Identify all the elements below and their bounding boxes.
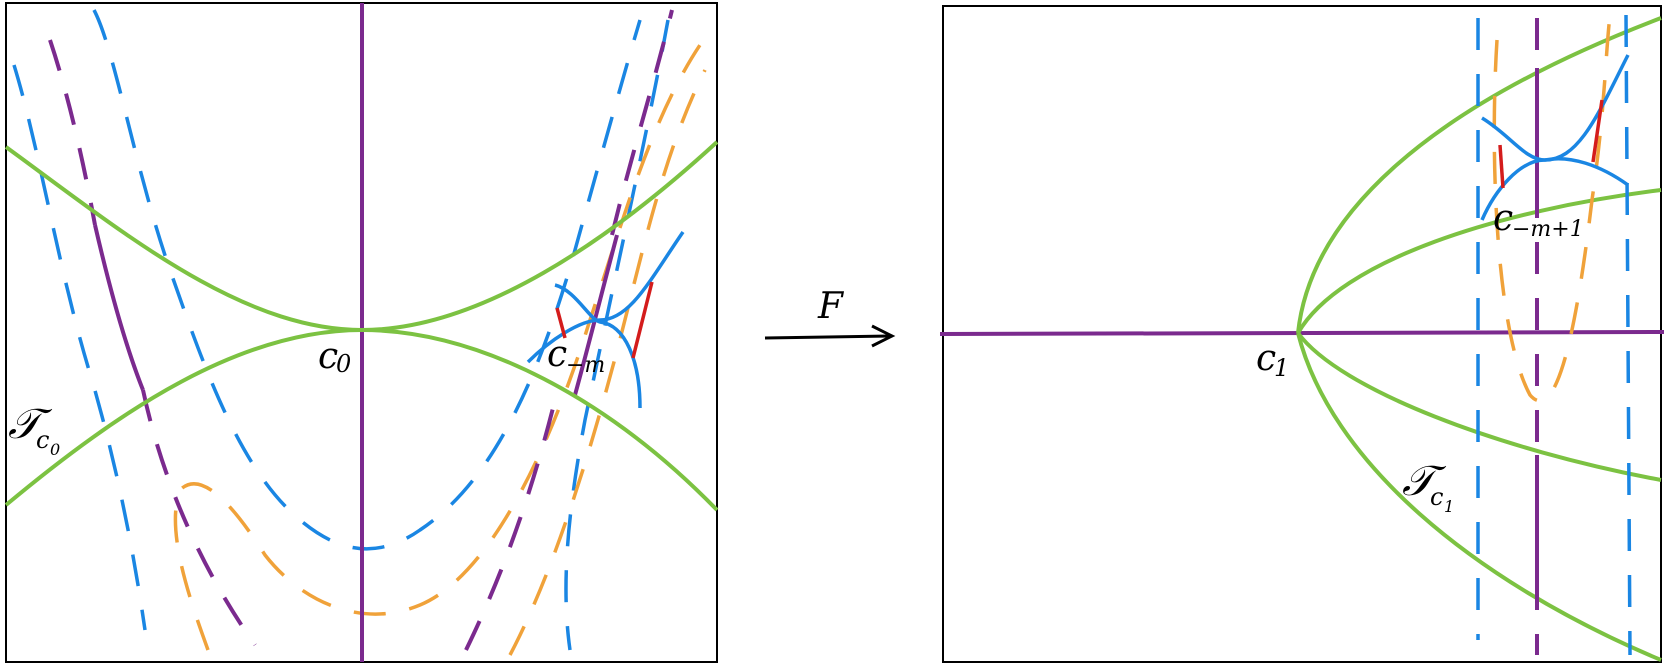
- left-purple-dashed-curve-2: [141, 389, 257, 647]
- right-blue-dashed-vertical-2: [1624, 14, 1632, 656]
- left-purple-solid-segment-1: [93, 224, 145, 391]
- left-green-lower-parabola: [4, 327, 719, 512]
- right-c1-subscript: 1: [1274, 354, 1289, 382]
- right-green-inner-parabola-lower: [1296, 331, 1662, 482]
- left-blue-solid-curve-upper: [526, 231, 685, 364]
- left-c0-subscript: 0: [336, 350, 351, 378]
- right-cm1-label: c: [1493, 198, 1513, 239]
- right-tangent-subscript: c: [1430, 483, 1443, 511]
- left-tangent-subscript: c: [36, 426, 49, 454]
- left-orange-dashed-curve-2: [508, 69, 707, 656]
- right-blue-solid-curve-upper: [1481, 54, 1630, 162]
- left-red-segment-2: [631, 281, 654, 359]
- left-c0-label: c: [318, 336, 338, 377]
- left-blue-dashed-curve-3: [564, 19, 670, 651]
- map-arrow-shaft: [764, 334, 891, 340]
- left-cm-subscript: −m: [566, 353, 605, 378]
- right-horizontal-purple-line: [939, 330, 1665, 336]
- left-purple-dashed-curve-1: [48, 39, 97, 226]
- right-green-outer-parabola-lower: [1296, 332, 1662, 662]
- left-panel: c 0 c −m 𝒯 c 0: [4, 2, 719, 663]
- right-c1-label: c: [1256, 338, 1276, 379]
- left-purple-dashed-curve-3: [464, 399, 557, 651]
- left-blue-dashed-curve-2: [92, 9, 642, 551]
- right-red-segment-1: [1498, 144, 1505, 189]
- map-label: F: [817, 286, 845, 327]
- right-red-segment-2: [1591, 99, 1604, 163]
- left-purple-solid-segment-2: [573, 234, 619, 396]
- left-red-segment-1: [555, 307, 567, 339]
- right-cm1-subscript: −m+1: [1512, 217, 1584, 242]
- left-tangent-subsubscript: 0: [50, 440, 60, 459]
- left-blue-solid-curve-lower: [554, 283, 642, 409]
- map-arrow-group: F: [764, 286, 896, 348]
- map-arrow-head-icon: [871, 324, 896, 348]
- left-purple-dashed-curve-4: [610, 9, 674, 236]
- left-cm-label: c: [547, 334, 567, 375]
- right-blue-solid-curve-lower: [1480, 157, 1630, 221]
- left-blue-dashed-curve-1: [12, 64, 147, 631]
- right-green-outer-parabola-upper: [1296, 16, 1662, 334]
- right-panel: c 1 c −m+1 𝒯 c 1: [939, 5, 1665, 663]
- right-tangent-subsubscript: 1: [1444, 497, 1454, 516]
- right-green-inner-parabola-upper: [1296, 188, 1662, 334]
- right-orange-dashed-u-curve: [1492, 14, 1612, 403]
